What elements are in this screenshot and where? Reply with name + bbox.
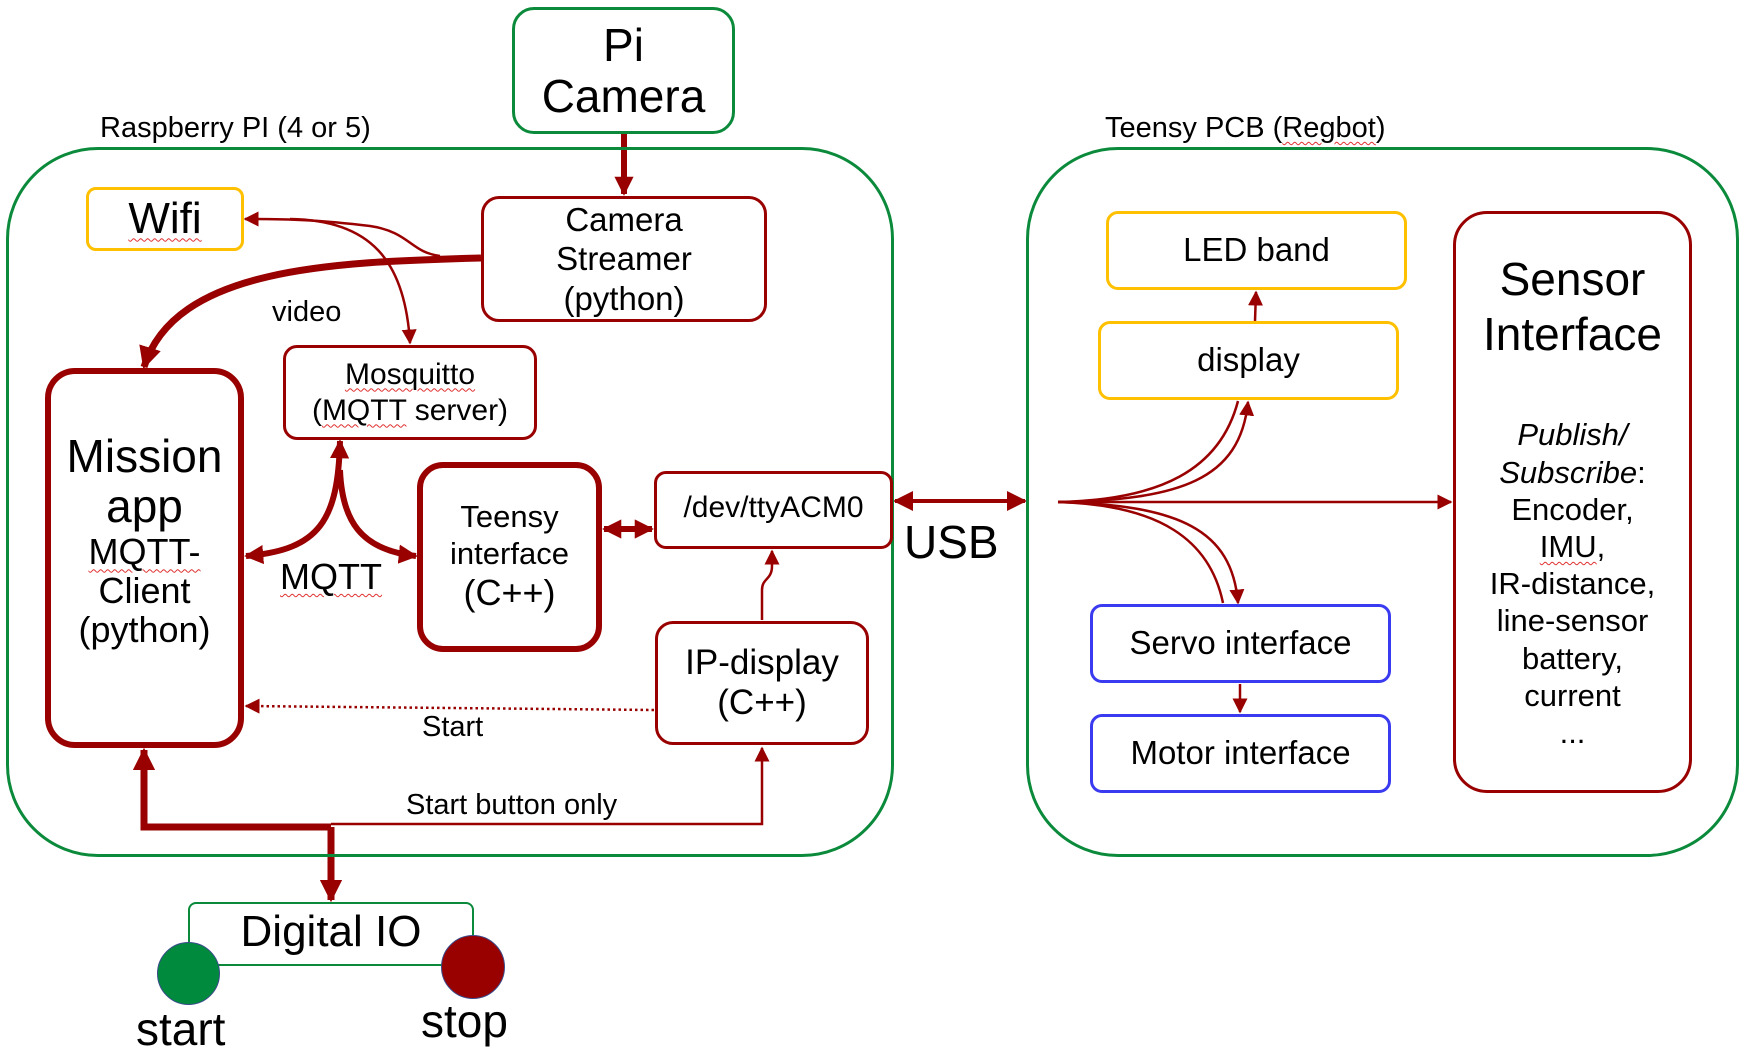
camera-streamer-line3: (python): [563, 279, 685, 317]
mqtt-label: MQTT: [280, 556, 382, 597]
teensy-label-suffix: ): [1375, 112, 1386, 144]
pi-camera-line2: Camera: [541, 69, 706, 122]
teensy-label-word: Regbot: [1282, 112, 1376, 144]
teensy-pcb-group: [1026, 147, 1739, 857]
digital-io-label: Digital IO: [240, 907, 422, 957]
tty-node[interactable]: /dev/ttyACM0: [654, 471, 893, 549]
ip-display-line2: (C++): [717, 683, 807, 722]
stop-button-label: stop: [421, 995, 508, 1047]
sensor-interface-node[interactable]: Sensor Interface Publish/ Subscribe: Enc…: [1453, 211, 1692, 793]
motor-interface-node[interactable]: Motor interface: [1090, 714, 1391, 793]
pi-camera-line1: Pi: [603, 18, 644, 71]
mission-app-line2: app: [106, 479, 183, 532]
raspberry-pi-group-label: Raspberry PI (4 or 5): [100, 112, 371, 144]
sensor-item-imu-word: IMU: [1539, 528, 1597, 564]
start-button-label: start: [136, 1003, 226, 1055]
digital-io-node[interactable]: Digital IO: [188, 902, 474, 966]
teensy-pcb-group-label: Teensy PCB (Regbot): [1105, 112, 1385, 145]
sensor-item-ir-distance: IR-distance,: [1489, 566, 1656, 602]
sensor-subscribe: Subscribe: [1499, 454, 1638, 490]
sensor-title-line1: Sensor: [1499, 253, 1646, 305]
mosquitto-line2-prefix: (: [311, 393, 322, 427]
start-button-only-arrow: [331, 746, 770, 826]
mission-app-line4: Client: [98, 570, 191, 612]
usb-label: USB: [904, 516, 999, 568]
stop-button[interactable]: [441, 935, 505, 999]
digital-io-to-mission-arrow: [132, 747, 331, 831]
fan-to-display-arrow: [1057, 400, 1255, 504]
wifi-node[interactable]: Wifi: [86, 187, 244, 251]
mosquitto-line2-rest: server): [406, 393, 509, 427]
mosquitto-node[interactable]: Mosquitto (MQTT server): [283, 345, 537, 440]
sensor-item-ellipsis: ...: [1559, 714, 1586, 750]
start-dotted-arrow: [244, 698, 655, 714]
sensor-item-encoder: Encoder,: [1511, 491, 1634, 527]
tty-label: /dev/ttyACM0: [683, 491, 864, 524]
camera-streamer-node[interactable]: Camera Streamer (python): [481, 196, 767, 322]
teensy-interface-line3: (C++): [463, 572, 556, 614]
mission-app-line3: MQTT-: [88, 531, 201, 573]
fan-to-servo-arrow: [1057, 500, 1245, 605]
streamer-to-wifi-arrow: [243, 211, 441, 258]
sensor-colon: :: [1637, 454, 1646, 490]
wifi-label: Wifi: [128, 194, 202, 244]
ipdisplay-to-tty-arrow: [760, 549, 780, 620]
teensy-label-prefix: Teensy PCB (: [1105, 112, 1283, 144]
servo-interface-node[interactable]: Servo interface: [1090, 604, 1391, 683]
ip-display-line1: IP-display: [685, 642, 839, 682]
pi-camera-node[interactable]: Pi Camera: [512, 7, 735, 134]
start-button[interactable]: [157, 942, 220, 1005]
led-band-label: LED band: [1183, 231, 1330, 269]
camera-streamer-line2: Streamer: [556, 240, 692, 278]
mission-app-line1: Mission: [66, 430, 223, 483]
start-button-only-label: Start button only: [406, 789, 618, 821]
mission-app-node[interactable]: Mission app MQTT- Client (python): [45, 368, 244, 748]
mosquitto-line1: Mosquitto: [344, 357, 476, 391]
mosquitto-to-teensy-arrow: [337, 469, 418, 564]
servo-interface-label: Servo interface: [1129, 624, 1352, 662]
teensy-interface-line2: interface: [450, 535, 569, 571]
display-label: display: [1197, 341, 1300, 379]
sensor-item-line-sensor: line-sensor: [1496, 603, 1649, 639]
mission-app-line5: (python): [78, 609, 211, 651]
video-label: video: [272, 296, 342, 328]
sensor-title-line2: Interface: [1483, 308, 1662, 361]
camera-streamer-line1: Camera: [565, 200, 683, 238]
sensor-item-current: current: [1524, 677, 1621, 713]
mosquitto-to-mission-arrow: [244, 439, 350, 565]
mosquitto-line2-word: MQTT: [321, 393, 407, 427]
led-band-node[interactable]: LED band: [1106, 211, 1407, 290]
sensor-item-imu: IMU,: [1540, 528, 1605, 565]
display-node[interactable]: display: [1098, 321, 1399, 400]
start-label: Start: [422, 711, 484, 743]
sensor-item-battery: battery,: [1521, 640, 1624, 676]
mosquitto-line2: (MQTT server): [312, 393, 508, 429]
motor-interface-label: Motor interface: [1130, 734, 1351, 772]
sensor-publish: Publish/: [1517, 417, 1628, 453]
video-to-mission-arrow: [139, 254, 482, 370]
display-to-led-arrow: [1248, 290, 1264, 322]
sensor-item-imu-comma: ,: [1596, 528, 1606, 564]
teensy-interface-line1: Teensy: [460, 499, 559, 535]
ip-display-node[interactable]: IP-display (C++): [655, 621, 869, 745]
wifi-to-mosquitto-arrow: [289, 217, 417, 345]
sensor-subscribe-line: Subscribe:: [1499, 454, 1645, 491]
teensy-interface-node[interactable]: Teensy interface (C++): [417, 462, 602, 652]
